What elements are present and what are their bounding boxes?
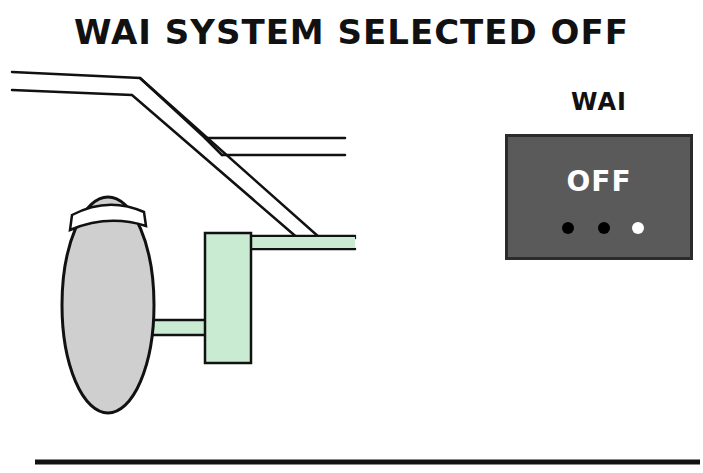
nacelle-lip: [70, 205, 146, 230]
indicator-dot: [632, 222, 644, 234]
indicator-dot: [562, 222, 574, 234]
title: WAI SYSTEM SELECTED OFF: [0, 12, 703, 52]
indicator-dot: [598, 222, 610, 234]
switch-panel: WAI OFF: [505, 88, 693, 260]
switch-state: OFF: [508, 137, 690, 198]
wai-valve: [205, 233, 251, 363]
ground-line: [35, 460, 700, 465]
engine-nacelle: [62, 197, 154, 413]
bleed-pipe: [148, 320, 206, 335]
switch-button: OFF: [505, 134, 693, 260]
air-duct: [12, 72, 355, 249]
duct-fill: [250, 237, 355, 248]
indicator-dots: [508, 221, 690, 235]
panel-label: WAI: [505, 88, 693, 116]
